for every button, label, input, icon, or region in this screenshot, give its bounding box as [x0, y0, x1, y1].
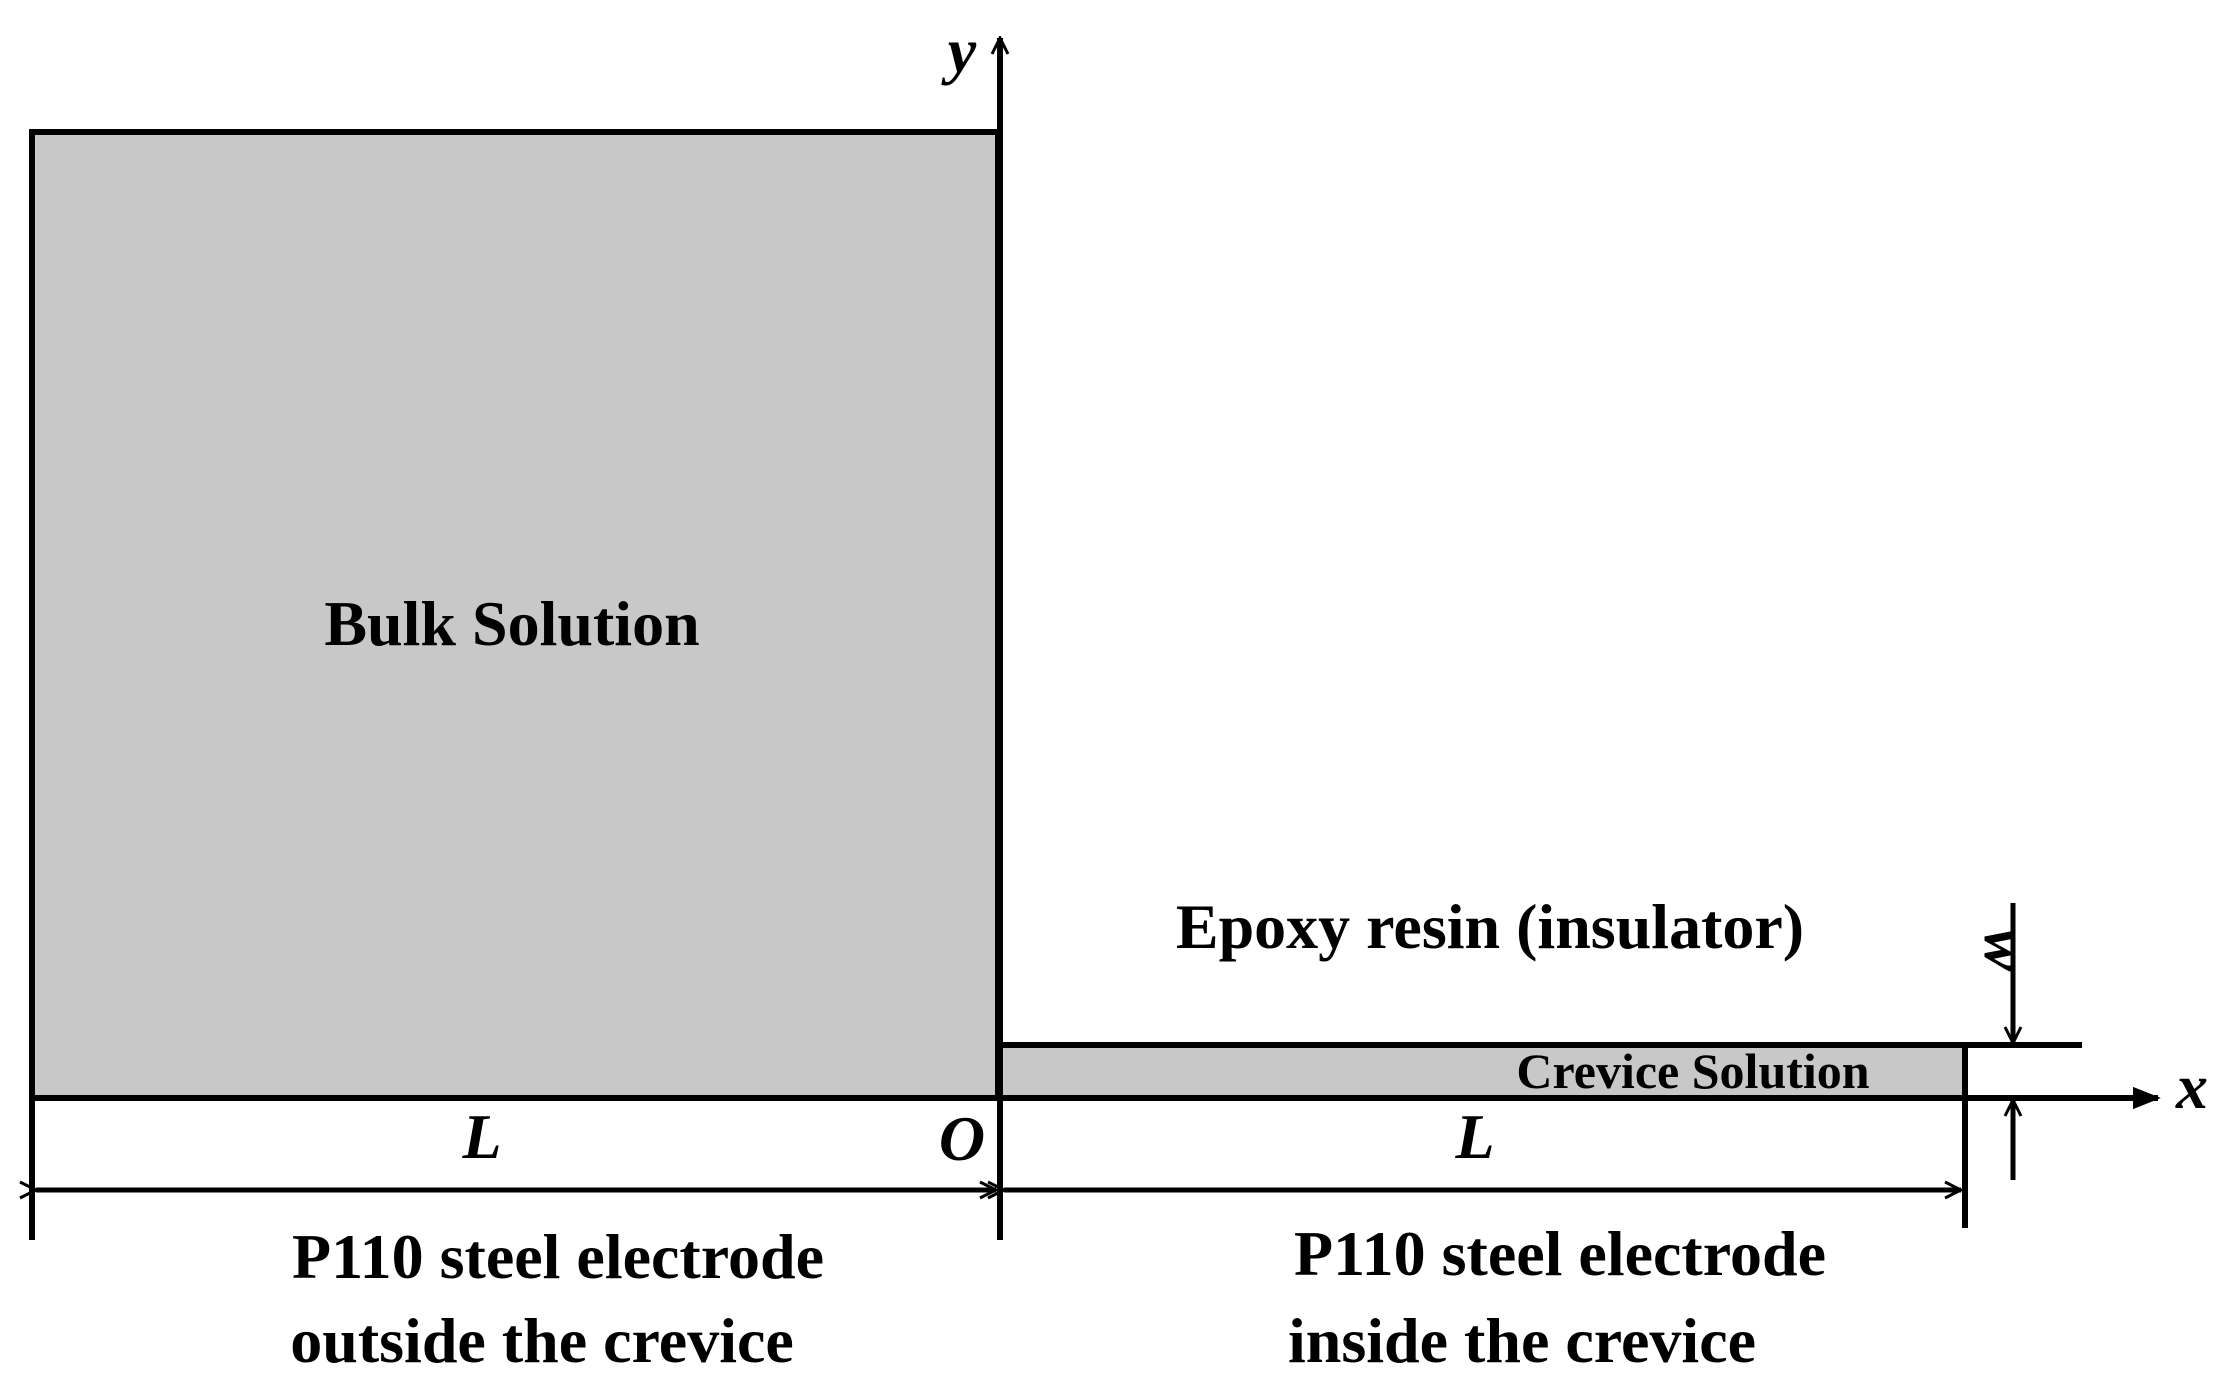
crevice-width-label: w [1971, 929, 2042, 972]
crevice-solution-label: Crevice Solution [1516, 1043, 1869, 1099]
bulk-solution-label: Bulk Solution [324, 588, 699, 659]
outside-electrode-label-line2: outside the crevice [290, 1305, 794, 1376]
x-axis-label: x [2175, 1051, 2208, 1122]
outside-electrode-label-line1: P110 steel electrode [292, 1221, 824, 1292]
crevice-solution-region [998, 1045, 1963, 1098]
inside-electrode-label-line1: P110 steel electrode [1294, 1218, 1826, 1289]
y-axis-label: y [941, 15, 977, 86]
bulk-solution-region [29, 129, 1001, 1101]
origin-label: O [939, 1103, 985, 1174]
inside-electrode-label-line2: inside the crevice [1288, 1305, 1756, 1376]
inside-length-label: L [1454, 1101, 1494, 1172]
epoxy-resin-label: Epoxy resin (insulator) [1176, 891, 1804, 962]
outside-length-label: L [461, 1101, 501, 1172]
